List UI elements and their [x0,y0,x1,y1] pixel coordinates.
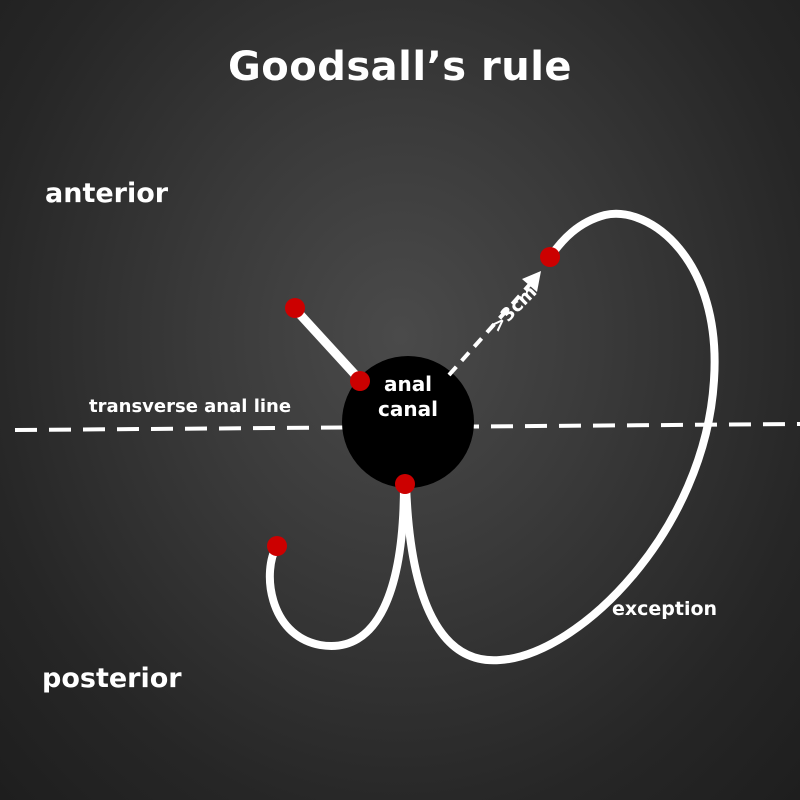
anal-canal-label: anal canal [355,372,461,422]
anterior-label: anterior [45,178,169,209]
diagram-title: Goodsall’s rule [227,44,573,90]
external-opening-exception [540,247,560,267]
posterior-label: posterior [42,663,182,694]
external-opening-anterior [285,298,305,318]
distance-arrow-head [522,271,541,292]
exception-label: exception [612,598,718,620]
exception-tract [402,209,719,665]
internal-opening-posterior [395,474,415,494]
posterior-curved-tract [265,480,408,650]
anal-canal [342,356,474,488]
external-opening-posterior [267,536,287,556]
distance-arrow-line [447,281,533,377]
transverse-line-label: transverse anal line [89,396,292,417]
anterior-straight-tract [290,304,365,385]
anal-canal-label-line2: canal [378,397,438,421]
internal-opening-anterior [350,371,370,391]
anal-canal-label-line1: anal [383,372,433,396]
